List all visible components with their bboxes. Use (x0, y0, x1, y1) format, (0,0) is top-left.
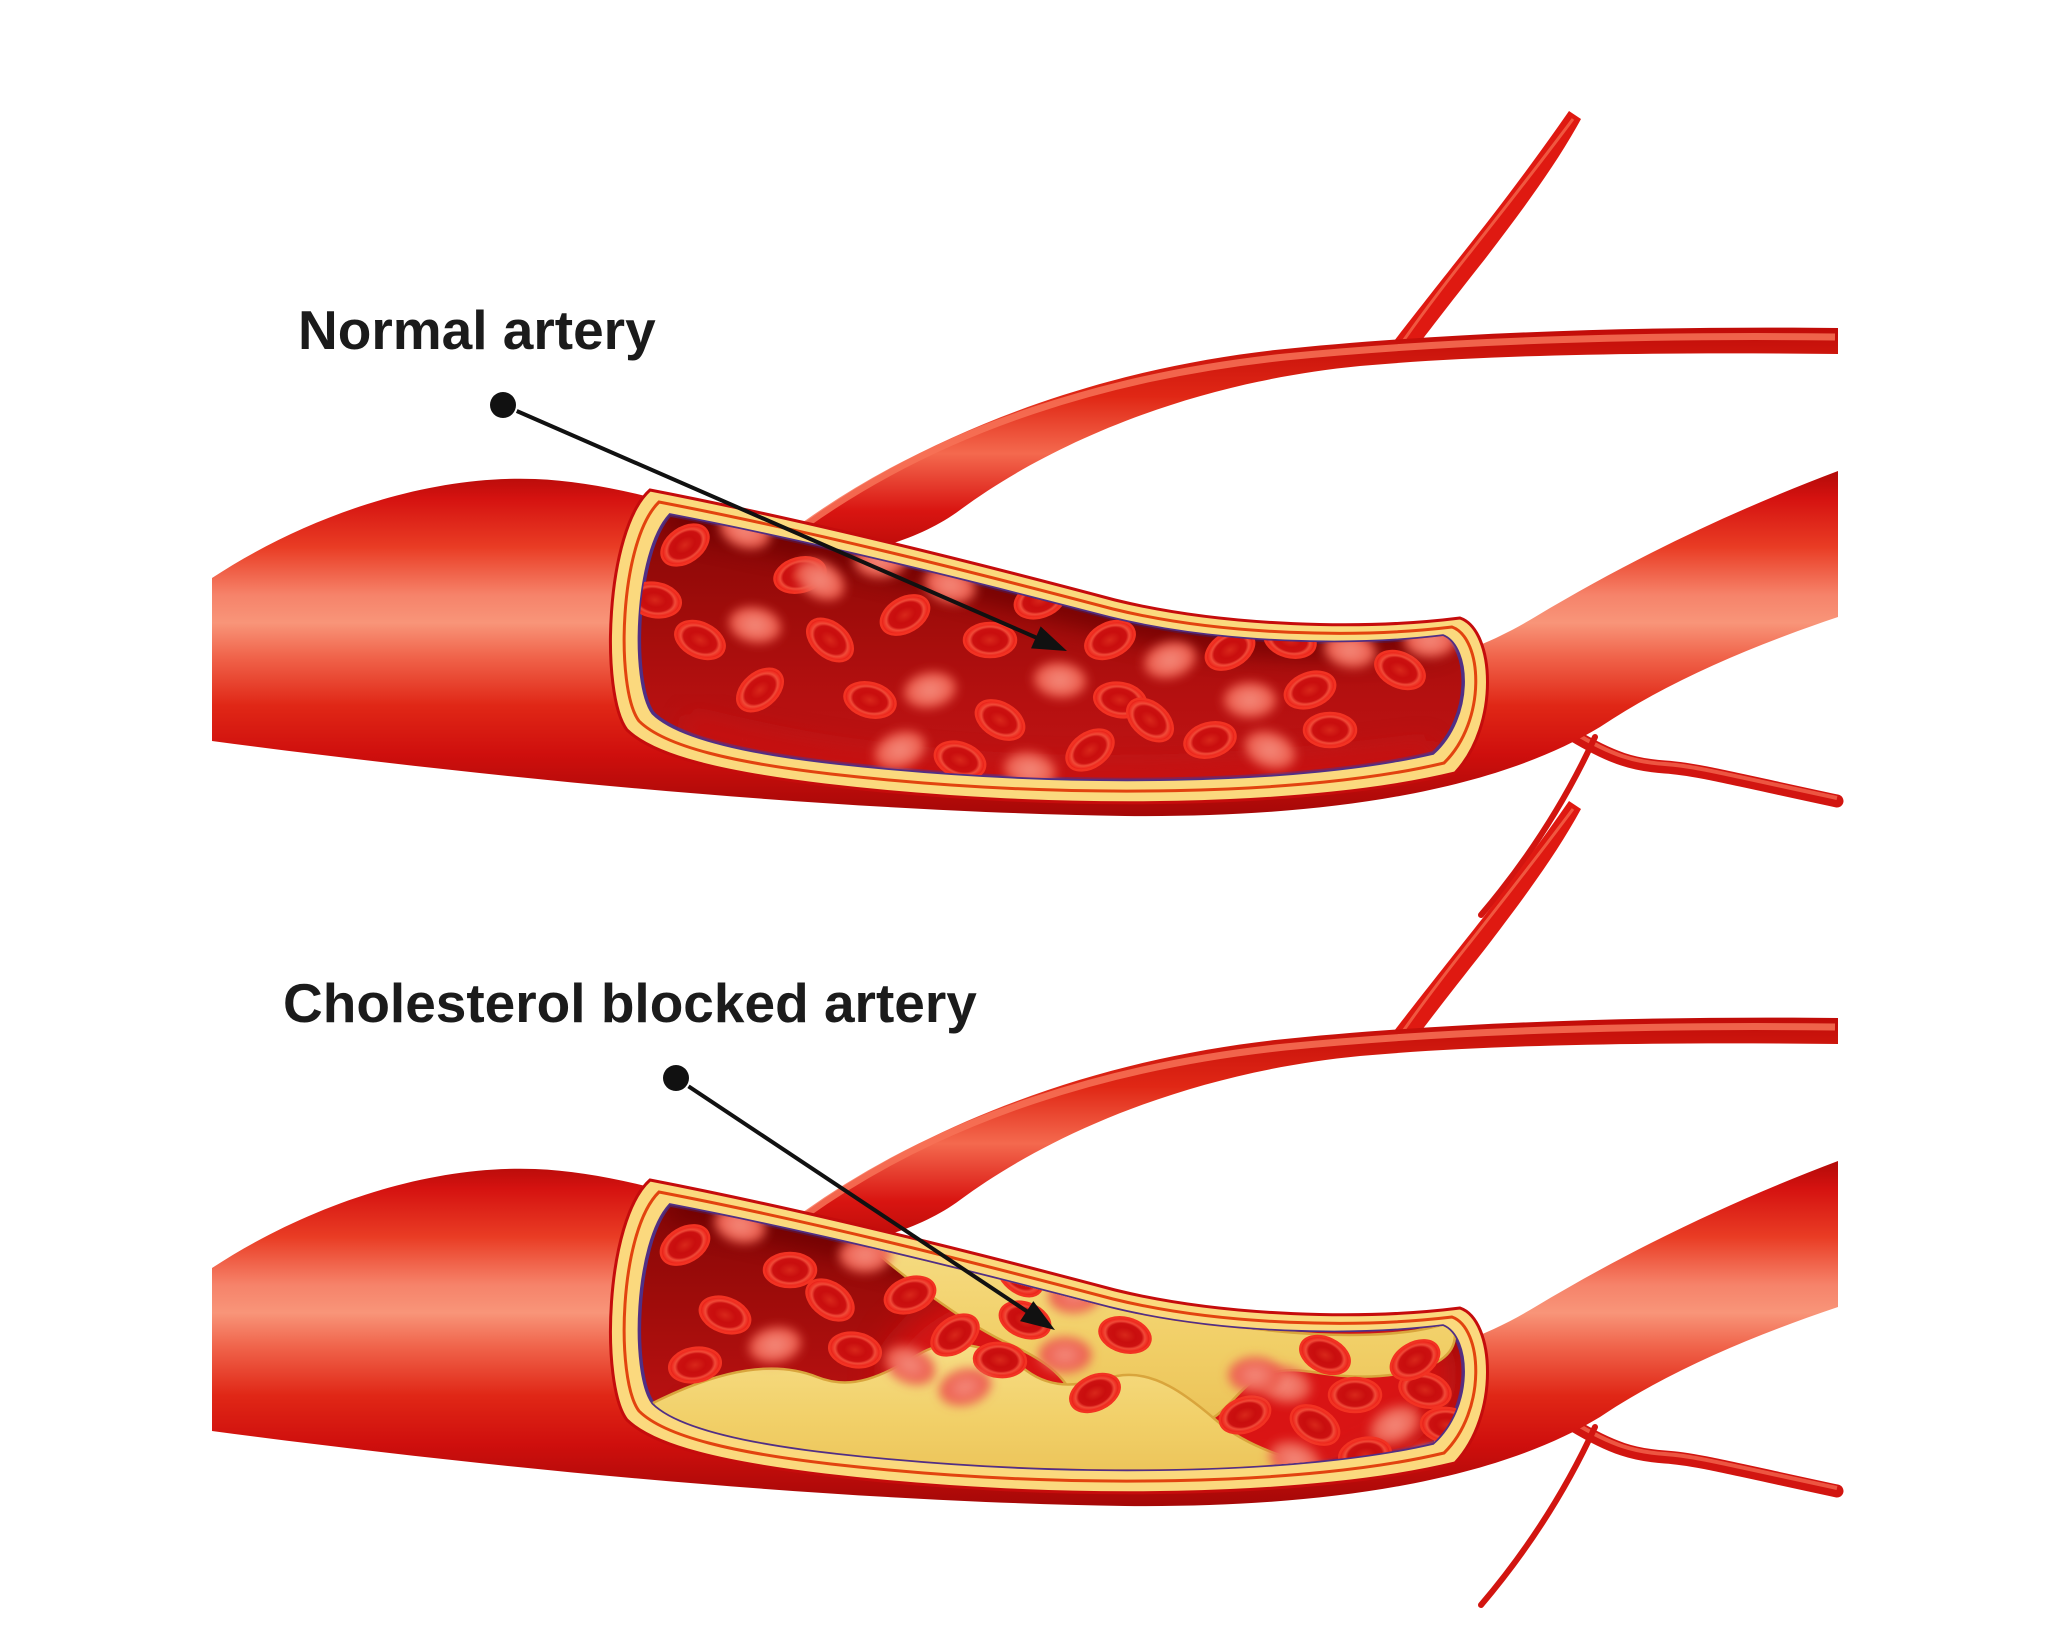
soft-red-blood-cell (747, 1325, 803, 1365)
soft-red-blood-cell (1267, 1439, 1323, 1470)
callout-arrowhead (1020, 1301, 1055, 1330)
soft-red-blood-cell (1368, 1404, 1422, 1446)
red-blood-cell (1098, 1316, 1152, 1354)
callout-dot (490, 392, 516, 418)
soft-red-blood-cell (902, 670, 958, 710)
red-blood-cell (962, 621, 1018, 659)
soft-red-blood-cell (1032, 660, 1088, 700)
soft-red-blood-cell (1002, 750, 1058, 780)
red-blood-cell (667, 1346, 723, 1384)
red-blood-cell (930, 1313, 980, 1357)
red-blood-cell (1069, 1372, 1121, 1414)
red-blood-cell (1283, 670, 1337, 710)
red-blood-cell (843, 681, 897, 719)
red-blood-cell (1084, 619, 1136, 661)
soft-red-blood-cell (793, 558, 847, 602)
callout-line (687, 1084, 1035, 1318)
red-blood-cell (806, 617, 854, 663)
callout-line (515, 409, 1044, 643)
red-blood-cell (883, 1275, 937, 1315)
red-blood-cell (827, 1331, 883, 1369)
red-blood-cell (698, 1295, 752, 1335)
red-blood-cell (762, 1251, 818, 1289)
red-blood-cell (1289, 1404, 1341, 1446)
soft-red-blood-cell (1142, 640, 1198, 680)
red-blood-cell (1389, 1339, 1441, 1381)
red-blood-cell (805, 1278, 855, 1322)
callout-blocked (663, 1065, 1055, 1330)
red-blood-cell (736, 667, 784, 713)
soft-red-blood-cell (883, 1344, 937, 1386)
red-blood-cell (974, 699, 1026, 741)
normal-artery-figure (212, 111, 1838, 915)
callout-normal (490, 392, 1067, 651)
red-blood-cell (1374, 649, 1426, 691)
red-blood-cell (1327, 1376, 1383, 1414)
callout-arrowhead (1031, 626, 1067, 651)
red-blood-cell (879, 594, 931, 636)
soft-red-blood-cell (727, 605, 783, 645)
red-blood-cell (1218, 1395, 1272, 1435)
soft-red-blood-cell (1242, 729, 1298, 771)
blocked-artery-label: Cholesterol blocked artery (283, 972, 977, 1034)
soft-red-blood-cell (1227, 1356, 1283, 1394)
blocked-artery-figure (212, 801, 1838, 1605)
red-blood-cell (1299, 1334, 1351, 1376)
red-blood-cell (1126, 697, 1174, 743)
red-blood-cell (1065, 728, 1115, 772)
soft-red-blood-cell (937, 1367, 993, 1407)
callout-annotations (490, 392, 1067, 1330)
red-blood-cell (659, 1224, 711, 1266)
red-blood-cell (1398, 1371, 1452, 1409)
soft-red-blood-cell (872, 729, 928, 771)
red-blood-cell (660, 523, 710, 567)
callout-dot (663, 1065, 689, 1091)
normal-artery-label: Normal artery (298, 299, 656, 361)
red-blood-cell (674, 619, 726, 661)
red-blood-cell (1302, 711, 1358, 749)
soft-red-blood-cell (1222, 681, 1278, 719)
soft-red-blood-cell (1037, 1336, 1093, 1374)
red-blood-cell (972, 1341, 1028, 1379)
red-blood-cell (1183, 721, 1237, 759)
